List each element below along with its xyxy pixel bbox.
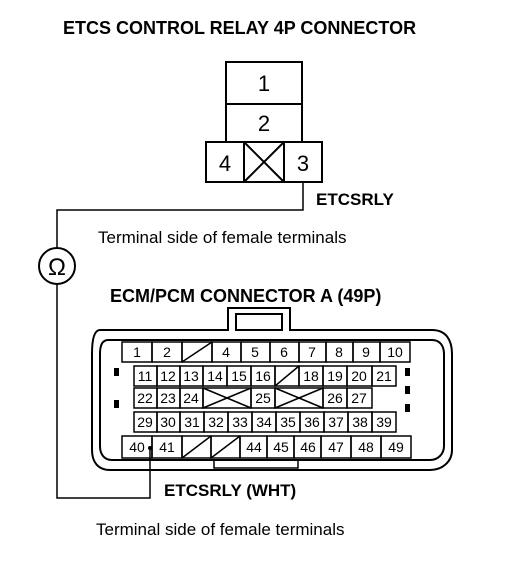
ecm-pin-label: 49 [388,439,404,455]
relay-pin-label: 1 [258,71,270,96]
ecm-pin-label: 8 [335,344,343,360]
ecm-pin-label: 7 [308,344,316,360]
ecm-bottom-tab [213,459,299,469]
ecm-pin-label: 48 [358,439,374,455]
relay-connector-title: ETCS CONTROL RELAY 4P CONNECTOR [63,18,417,38]
ecm-connector-title: ECM/PCM CONNECTOR A (49P) [110,286,382,306]
ecm-pin-label: 12 [160,368,176,384]
ecm-pin-label: 34 [256,414,272,430]
ohmmeter-circle [38,247,76,285]
ecm-pin-label: 5 [251,344,259,360]
ecm-pin-label: 1 [133,344,141,360]
ecm-pin-label: 13 [183,368,199,384]
ecm-pin-label: 37 [328,414,344,430]
ecm-pin-label: 21 [376,368,392,384]
relay-wire-label: ETCSRLY [316,190,394,209]
ecm-pin-label: 9 [362,344,370,360]
ecm-pin-label: 4 [222,344,230,360]
ecm-pin-label: 35 [280,414,296,430]
ecm-outer-shell [91,307,453,471]
ecm-pin-label: 24 [183,390,199,406]
ecm-pin-label: 38 [352,414,368,430]
ohm-symbol-icon: Ω [48,254,66,281]
ecm-pin-label: 19 [327,368,343,384]
ecm-connector-housing [91,307,453,471]
ecm-pin-label: 2 [163,344,171,360]
ecm-pin-label: 15 [231,368,247,384]
ecm-pin-label: 16 [255,368,271,384]
ecm-pin-label: 11 [138,368,153,384]
ecm-pin-label: 39 [376,414,392,430]
ecm-terminal-note: Terminal side of female terminals [96,520,345,539]
ecm-pin-label: 32 [208,414,224,430]
relay-terminal-note: Terminal side of female terminals [98,228,347,247]
relay-pin-label: 3 [297,151,309,176]
ecm-pin-label: 6 [280,344,288,360]
ecm-pin-label: 14 [207,368,223,384]
wire-to-relay [56,182,304,248]
ecm-pin-grid [121,341,412,459]
ecm-pin-label: 22 [137,390,153,406]
ecm-pin-label: 29 [137,414,153,430]
ecm-side-keys [114,368,410,412]
probe-contact [148,446,152,450]
ecm-pin-label: 33 [232,414,248,430]
relay-pin-label: 2 [258,111,270,136]
ecm-inner-shell [99,339,445,461]
ecm-pin-label: 45 [273,439,289,455]
wire-to-ecm [56,284,151,499]
ecm-pin-label: 41 [159,439,175,455]
ecm-pin-label: 36 [304,414,320,430]
ohmmeter: Ω [38,247,76,285]
ecm-pin-label: 27 [351,390,367,406]
ecm-pin-label: 20 [351,368,367,384]
ecm-pin-label: 44 [246,439,262,455]
ecm-pin-label: 47 [328,439,344,455]
test-wire [56,182,304,499]
ecm-pin-label: 40 [129,439,145,455]
ecm-pin-labels: 1 2 4 5 6 7 8 9 10 11 12 13 14 15 16 18 … [129,344,404,455]
ecm-pin-label: 30 [160,414,176,430]
ecm-wire-label: ETCSRLY (WHT) [164,481,297,500]
ecm-pin-label: 25 [255,390,271,406]
ecm-pin-label: 26 [327,390,343,406]
ecm-pin-label: 23 [160,390,176,406]
ecm-pin-label: 46 [300,439,316,455]
ecm-pin-label: 31 [184,414,200,430]
ecm-pin-label: 18 [303,368,319,384]
relay-pin-labels: 1 2 4 3 [219,71,309,176]
relay-pin-label: 4 [219,151,231,176]
ecm-latch [235,313,283,331]
relay-empty-cross [243,141,285,183]
ecm-pin-label: 10 [387,344,403,360]
